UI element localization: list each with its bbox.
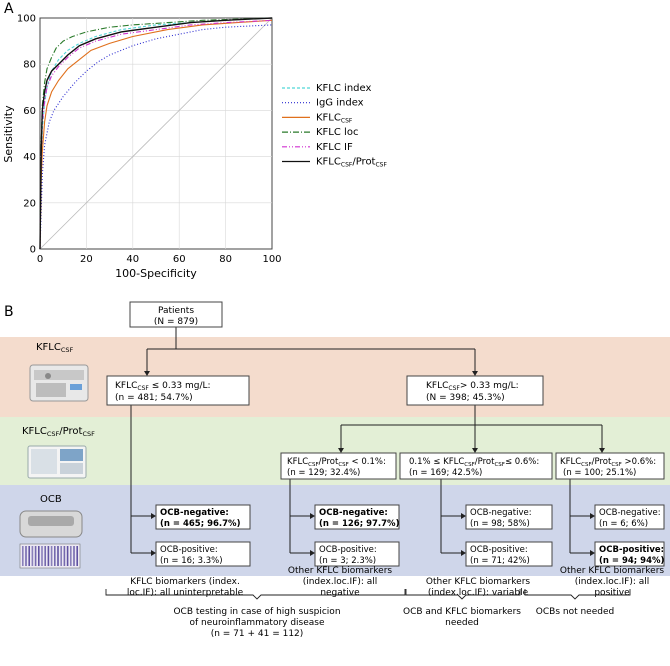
y-tick-label: 100	[17, 14, 36, 25]
legend-entry: KFLC IF	[316, 142, 353, 153]
ratio-mid-condition: 0.1% ≤ KFLCCSF/ProtCSF≤ 0.6%:	[409, 457, 539, 468]
roc-curve-1	[39, 24, 273, 250]
conclusion: OCBs not needed	[536, 607, 614, 617]
patients-box: Patients (N = 879)	[129, 301, 223, 328]
ratio-high-box: KFLCCSF/ProtCSF >0.6%: (n = 100; 25.1%)	[555, 452, 665, 480]
ratio-mid-box: 0.1% ≤ KFLCCSF/ProtCSF≤ 0.6%: (n = 169; …	[399, 452, 553, 480]
legend-entry: KFLC index	[316, 83, 371, 94]
y-tick-label: 20	[23, 198, 36, 209]
ratio-low-count: (n = 129; 32.4%)	[287, 468, 360, 478]
notes: KFLC biomarkers (index.loc.IF): all unin…	[127, 566, 665, 598]
ratio-low-condition: KFLCCSF/ProtCSF < 0.1%:	[287, 457, 386, 468]
kflc-high-box: KFLCCSF> 0.33 mg/L: (N = 398; 45.3%)	[406, 375, 544, 406]
kflc-low-count: (n = 481; 54.7%)	[115, 393, 193, 403]
y-tick-label: 60	[23, 106, 36, 117]
reference-diagonal	[39, 17, 273, 250]
patients-title: Patients	[158, 306, 194, 316]
ocb-count: (n = 126; 97.7%)	[319, 519, 400, 529]
x-tick-label: 0	[37, 254, 43, 265]
analyzer-image	[29, 364, 89, 402]
ocb-result: OCB-negative:	[470, 508, 532, 518]
x-tick-label: 100	[262, 254, 281, 265]
ocb-box: OCB-positive:(n = 94; 94%)	[594, 541, 665, 567]
roc-curve-3	[39, 17, 273, 250]
ocb-count: (n = 71; 42%)	[470, 556, 530, 566]
ocb-result: OCB-negative:	[319, 508, 388, 518]
ocb-count: (n = 98; 58%)	[470, 519, 530, 529]
patients-count: (N = 879)	[154, 317, 198, 327]
ocb-box: OCB-negative:(n = 126; 97.7%)	[314, 504, 400, 530]
ratio-low-box: KFLCCSF/ProtCSF < 0.1%: (n = 129; 32.4%)	[280, 452, 397, 480]
y-axis-label: Sensitivity	[2, 105, 15, 163]
note: Other KFLC biomarkers(index.loc.IF): var…	[426, 577, 530, 598]
legend-entry: KFLC loc	[316, 127, 358, 138]
note: Other KFLC biomarkers(index.loc.IF): all…	[288, 566, 392, 598]
ocb-result: OCB-negative:	[599, 508, 661, 518]
roc-curve-5	[39, 17, 273, 250]
electrophoresis-device-image	[19, 510, 83, 538]
roc-chart: 0 20 40 60 80 100 0 20 40 60 80 100 100-Specificit…	[2, 14, 282, 281]
ocb-count: (n = 6; 6%)	[599, 519, 648, 529]
band-label-ocb: OCB	[40, 494, 62, 505]
ocb-gel-image	[19, 543, 81, 569]
legend-entry: KFLCCSF/ProtCSF	[316, 157, 387, 169]
ratio-high-condition: KFLCCSF/ProtCSF >0.6%:	[560, 457, 656, 468]
ocb-count: (n = 3; 2.3%)	[319, 556, 376, 566]
band-label-kflc-prot: KFLCCSF/ProtCSF	[22, 426, 95, 438]
ocb-result: OCB-negative:	[160, 508, 229, 518]
roc-curve-4	[39, 19, 273, 250]
grid	[40, 18, 272, 249]
roc-curve-0	[39, 17, 273, 250]
legend-entry: IgG index	[316, 98, 364, 109]
roc-curves	[39, 17, 273, 250]
panel-b-label: B	[4, 304, 14, 320]
y-tick-label: 40	[23, 152, 36, 163]
ocb-result: OCB-positive:	[160, 545, 218, 555]
ocb-box: OCB-negative:(n = 465; 96.7%)	[155, 504, 251, 530]
ocb-box: OCB-positive:(n = 3; 2.3%)	[314, 541, 400, 567]
y-tick-labels: 0 20 40 60 80 100	[17, 14, 36, 256]
x-tick-label: 60	[173, 254, 186, 265]
panel-a-label: A	[4, 1, 14, 17]
x-tick-label: 20	[80, 254, 93, 265]
kflc-low-box: KFLCCSF ≤ 0.33 mg/L: (n = 481; 54.7%)	[106, 375, 250, 406]
x-axis-label: 100-Specificity	[115, 267, 197, 280]
ocb-count: (n = 465; 96.7%)	[160, 519, 241, 529]
ratio-high-count: (n = 100; 25.1%)	[563, 468, 636, 478]
kflc-high-count: (N = 398; 45.3%)	[426, 393, 505, 403]
ocb-box: OCB-negative:(n = 6; 6%)	[594, 504, 665, 530]
kflc-low-condition: KFLCCSF ≤ 0.33 mg/L:	[115, 381, 211, 392]
ocb-box: OCB-positive:(n = 71; 42%)	[465, 541, 553, 567]
roc-curve-2	[39, 19, 273, 250]
flow-arrows	[130, 327, 605, 556]
ocb-result: OCB-positive:	[319, 545, 377, 555]
ocb-count: (n = 94; 94%)	[599, 556, 665, 566]
braces	[105, 589, 631, 600]
y-tick-label: 0	[30, 245, 36, 256]
x-tick-labels: 0 20 40 60 80 100	[37, 254, 282, 265]
band-label-kflc-csf: KFLCCSF	[36, 342, 74, 354]
ocb-box: OCB-negative:(n = 98; 58%)	[465, 504, 553, 530]
ocb-box: OCB-positive:(n = 16; 3.3%)	[155, 541, 251, 567]
y-tick-label: 80	[23, 60, 36, 71]
ocb-count: (n = 16; 3.3%)	[160, 556, 223, 566]
note: Other KFLC biomarkers(index.loc.IF): all…	[560, 566, 664, 598]
lab-instrument-image	[27, 445, 87, 479]
ocb-result: OCB-positive:	[599, 545, 664, 555]
kflc-high-condition: KFLCCSF> 0.33 mg/L:	[426, 381, 519, 392]
ocb-result: OCB-positive:	[470, 545, 528, 555]
ratio-mid-count: (n = 169; 42.5%)	[409, 468, 482, 478]
legend-entry: KFLCCSF	[316, 112, 353, 124]
ocb-result-boxes: OCB-negative:(n = 465; 96.7%)OCB-positiv…	[155, 504, 665, 567]
note: KFLC biomarkers (index.loc.IF): all unin…	[127, 577, 244, 598]
x-tick-label: 40	[126, 254, 139, 265]
x-tick-label: 80	[219, 254, 232, 265]
